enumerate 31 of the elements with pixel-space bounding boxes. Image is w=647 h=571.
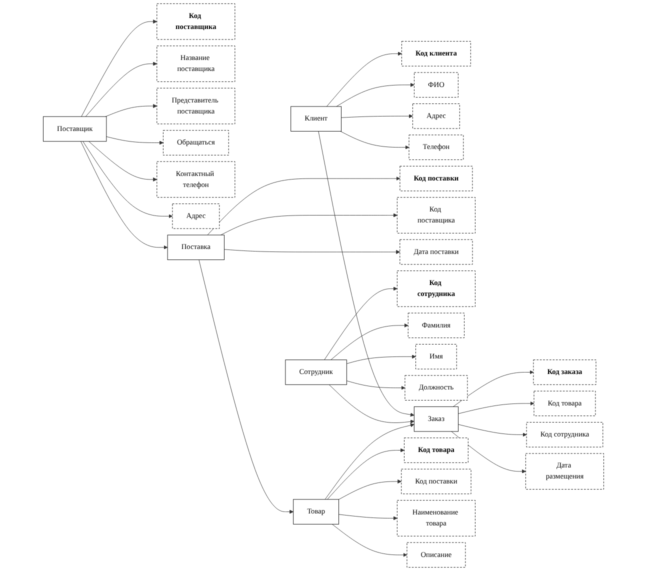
node-box <box>156 3 236 40</box>
node-box <box>156 46 236 82</box>
node-box <box>401 41 471 66</box>
node-box <box>408 312 464 338</box>
node-box <box>534 390 596 416</box>
node-box <box>404 438 468 463</box>
node-box <box>404 375 468 400</box>
node-box <box>406 542 466 568</box>
node-box <box>414 72 458 98</box>
node-box <box>43 116 107 142</box>
node-box <box>172 204 220 229</box>
node-box <box>525 453 604 490</box>
node-box <box>290 106 342 132</box>
node-box <box>401 468 472 494</box>
node-box <box>533 360 596 385</box>
node-box <box>285 360 347 385</box>
node-box <box>156 161 236 198</box>
node-box <box>396 500 476 536</box>
node-box <box>293 499 339 524</box>
node-box <box>396 270 476 307</box>
node-box <box>526 422 604 448</box>
node-box <box>400 166 473 192</box>
node-box <box>162 130 229 156</box>
node-box <box>416 344 457 370</box>
node-box <box>400 239 473 265</box>
node-box <box>412 104 460 129</box>
node-box <box>408 134 464 160</box>
node-box <box>414 406 458 432</box>
node-box <box>156 88 236 124</box>
node-box <box>167 234 224 260</box>
node-box <box>396 197 476 234</box>
